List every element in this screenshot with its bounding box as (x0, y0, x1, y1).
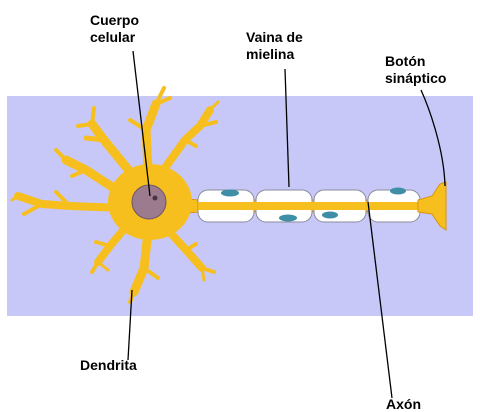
label-vaina-de-mielina: Vaina de mielina (246, 29, 303, 63)
label-cuerpo-celular-line-2: celular (90, 29, 139, 46)
label-boton-sinaptico-line-1: Botón (385, 53, 446, 70)
label-vaina-de-mielina-line-1: Vaina de (246, 29, 303, 46)
label-boton-sinaptico-line-2: sináptico (385, 70, 446, 87)
label-cuerpo-celular-line-1: Cuerpo (90, 12, 139, 29)
label-axon: Axón (386, 396, 421, 412)
label-cuerpo-celular: Cuerpo celular (90, 12, 139, 46)
label-dendrita: Dendrita (80, 357, 137, 374)
axon-core (198, 202, 422, 210)
nucleolus (153, 196, 158, 201)
label-boton-sinaptico: Botón sináptico (385, 53, 446, 87)
label-dendrita-text: Dendrita (80, 357, 137, 374)
label-vaina-de-mielina-line-2: mielina (246, 46, 303, 63)
label-axon-text: Axón (386, 396, 421, 412)
